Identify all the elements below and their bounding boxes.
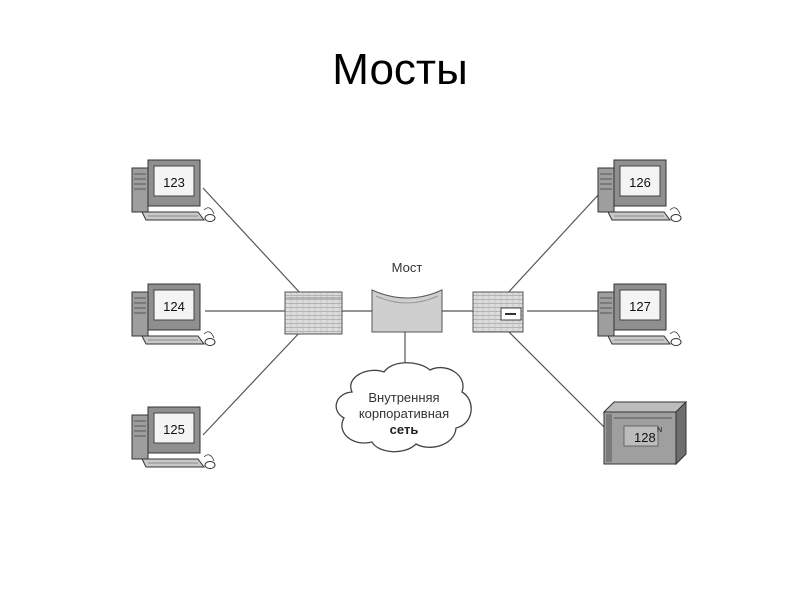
bridge-label: Мост (392, 260, 423, 275)
cloud-label-line3: сеть (390, 422, 419, 437)
link-hub-right-128 (505, 328, 612, 435)
computer-id-label: 124 (163, 299, 185, 314)
link-123-hub-left (203, 188, 302, 295)
computer-126: 126 (598, 160, 681, 222)
bridge-device: Мост (372, 260, 442, 332)
computer-id-label: 125 (163, 422, 185, 437)
cloud-label-line1: Внутренняя (368, 390, 439, 405)
computer-125: 125 (132, 407, 215, 469)
corporate-network-cloud: Внутренняя корпоративная сеть (336, 363, 471, 452)
hub-left (285, 292, 342, 334)
link-125-hub-left (203, 330, 302, 435)
server-badge: N (657, 427, 662, 434)
computer-id-label: 123 (163, 175, 185, 190)
hub-right (473, 292, 523, 332)
computer-id-label: 127 (629, 299, 651, 314)
computer-123: 123 (132, 160, 215, 222)
server-id-label: 128 (634, 430, 656, 445)
server-128: 128 N (604, 402, 686, 464)
cloud-label-line2: корпоративная (359, 406, 449, 421)
computer-id-label: 126 (629, 175, 651, 190)
link-hub-right-126 (505, 193, 600, 296)
computer-124: 124 (132, 284, 215, 346)
computer-127: 127 (598, 284, 681, 346)
